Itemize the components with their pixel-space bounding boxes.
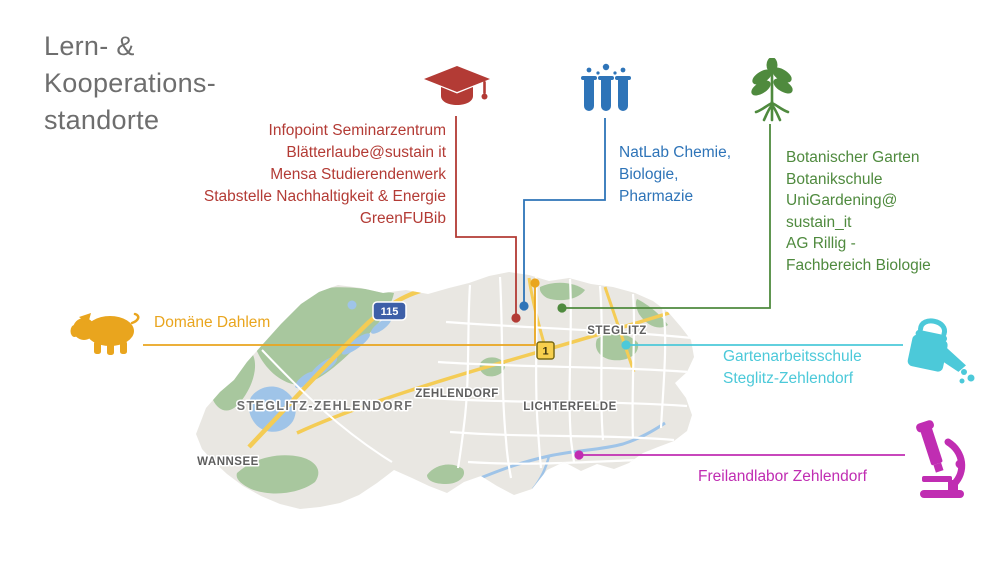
lake [371,318,391,334]
map-label-lichterfelde: LICHTERFELDE [523,401,617,413]
label-line: Stabstelle Nachhaltigkeit & Energie [203,188,446,205]
lake [295,371,315,389]
forest-area [539,282,585,301]
plant-seedling-icon [742,57,802,129]
bundesstrasse-badge-1: 1 [536,341,555,360]
botanischer-labels: Botanischer Garten Botanikschule UniGard… [786,147,986,276]
label-line: Gartenarbeitsschule [723,348,862,365]
label-line: NatLab Chemie, [619,144,732,161]
label-line: Fachbereich Biologie [786,256,931,274]
connector-natlab [523,118,606,303]
map-label-zehlendorf: ZEHLENDORF [415,388,499,400]
label-line: Pharmazie [619,188,694,205]
forest-area [236,455,319,494]
marker-domaene [530,278,540,288]
microscope-icon [914,420,972,505]
pond [347,300,357,310]
connector-domaene [143,286,536,346]
marker-botanischer [557,303,567,313]
street [445,320,693,340]
lake-wannsee [248,386,296,432]
label-line: Blätterlaube@sustain it [286,144,446,161]
street [261,349,393,463]
connector-botanischer [565,124,771,309]
marker-gartenarbeitsschule [621,340,631,350]
marker-natlab [519,301,529,311]
road-b1 [296,311,670,435]
street [598,285,605,441]
label-line: GreenFUBib [359,210,446,227]
lake [341,333,371,355]
connector-seminarzentrum [455,116,517,315]
seminarzentrum-labels: Infopoint Seminarzentrum Blätterlaube@su… [130,120,446,230]
title-line: standorte [44,105,160,135]
street [467,458,641,465]
road-a115 [247,288,421,449]
street [456,284,472,469]
map-label-wannsee: WANNSEE [197,456,259,468]
pig-icon [70,308,144,361]
label-line: AG Rillig - [786,235,856,252]
street [534,276,543,469]
street [568,278,576,463]
label-line: UniGardening@ [786,192,898,209]
graduation-cap-icon [422,64,492,123]
map-label-district: STEGLITZ-ZEHLENDORF [237,399,414,413]
title-line: Lern- & [44,31,135,61]
street [428,396,688,408]
label-line: Freilandlabor Zehlendorf [698,468,867,485]
freilandlabor-label: Freilandlabor Zehlendorf [698,466,867,488]
autobahn-badge-text: 115 [381,306,399,318]
label-line: Infopoint Seminarzentrum [268,122,446,139]
label-line: Steglitz-Zehlendorf [723,369,854,387]
forest-area [635,299,668,328]
title-line: Kooperations- [44,68,217,98]
label-line: Domäne Dahlem [154,314,271,331]
page-title: Lern- & Kooperations- standorte [44,28,216,139]
street [437,360,690,374]
label-line: Botanischer Garten [786,149,920,166]
natlab-labels: NatLab Chemie, Biologie, Pharmazie [619,142,789,208]
label-line: Botanikschule [786,170,883,188]
street [659,306,667,429]
autobahn-badge-115: 115 [372,301,407,321]
label-line: Mensa Studierendenwerk [270,166,446,183]
map-labels: STEGLITZ ZEHLENDORF LICHTERFELDE STEGLIT… [196,324,648,470]
forest-area [427,464,465,484]
street [498,276,513,479]
roads [247,276,693,479]
connectors [143,116,905,460]
label-line: Biologie, [619,166,679,183]
gartenarbeitsschule-labels: Gartenarbeitsschule Steglitz-Zehlendorf [723,346,913,389]
marker-seminarzentrum [511,313,521,323]
bundesstrasse-badge-text: 1 [542,346,548,358]
map-label-steglitz: STEGLITZ [587,325,647,337]
canal [472,421,666,483]
watering-can-icon [898,314,978,393]
test-tubes-icon [578,62,634,125]
marker-freilandlabor [574,450,584,460]
domaene-label: Domäne Dahlem [154,312,270,334]
street [449,430,675,442]
road-yellow [603,286,636,373]
label-line: sustain_it [786,213,852,231]
